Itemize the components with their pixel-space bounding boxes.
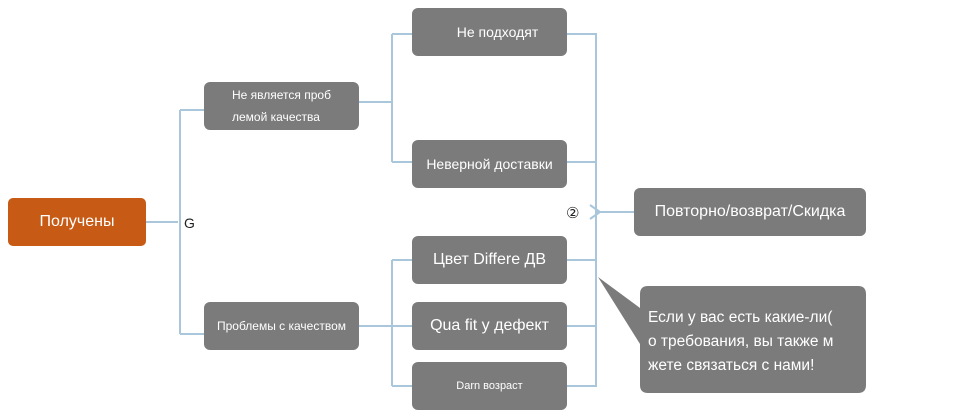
callout-text: Если у вас есть какие-ли( о требования, … (648, 306, 866, 378)
branch-label-line-2: лемой качества (232, 110, 320, 124)
leaf-label: Darn возраст (456, 380, 523, 392)
leaf-label: Неверной доставки (426, 156, 553, 172)
branch-node-non-quality[interactable]: Не является проб лемой качества (204, 82, 359, 130)
root-node[interactable]: Получены (8, 198, 146, 246)
branch-label-line-1: Не является проб (232, 88, 331, 102)
leaf-node-not-fit[interactable]: Не подходят (412, 8, 567, 56)
leaf-node-wrong-delivery[interactable]: Неверной доставки (412, 140, 567, 188)
leaf-label: Не подходят (456, 24, 539, 40)
connector-marker: G (184, 215, 195, 231)
leaf-label: Цвет Differe ДВ (432, 251, 547, 268)
merge-target-node[interactable]: Повторно/возврат/Скидка (634, 188, 866, 236)
callout-line: Если у вас есть какие-ли( (648, 309, 833, 326)
leaf-node-color-diff[interactable]: Цвет Differe ДВ (412, 236, 567, 284)
merge-target-label: Повторно/возврат/Скидка (654, 203, 846, 220)
branch-node-quality[interactable]: Проблемы с качеством (204, 302, 359, 350)
callout-line: о требования, вы также м (648, 333, 834, 350)
root-label: Получены (39, 213, 115, 230)
callout-bubble (598, 277, 866, 393)
leaf-node-quality-defect[interactable]: Qua fit у дефект (412, 302, 567, 350)
callout-line: жете связаться с нами! (648, 357, 815, 374)
leaf-label: Qua fit у дефект (430, 317, 549, 334)
circled-marker: ② (566, 205, 580, 222)
leaf-node-darn-age[interactable]: Darn возраст (412, 362, 567, 410)
branch-label: Проблемы с качеством (216, 319, 347, 333)
